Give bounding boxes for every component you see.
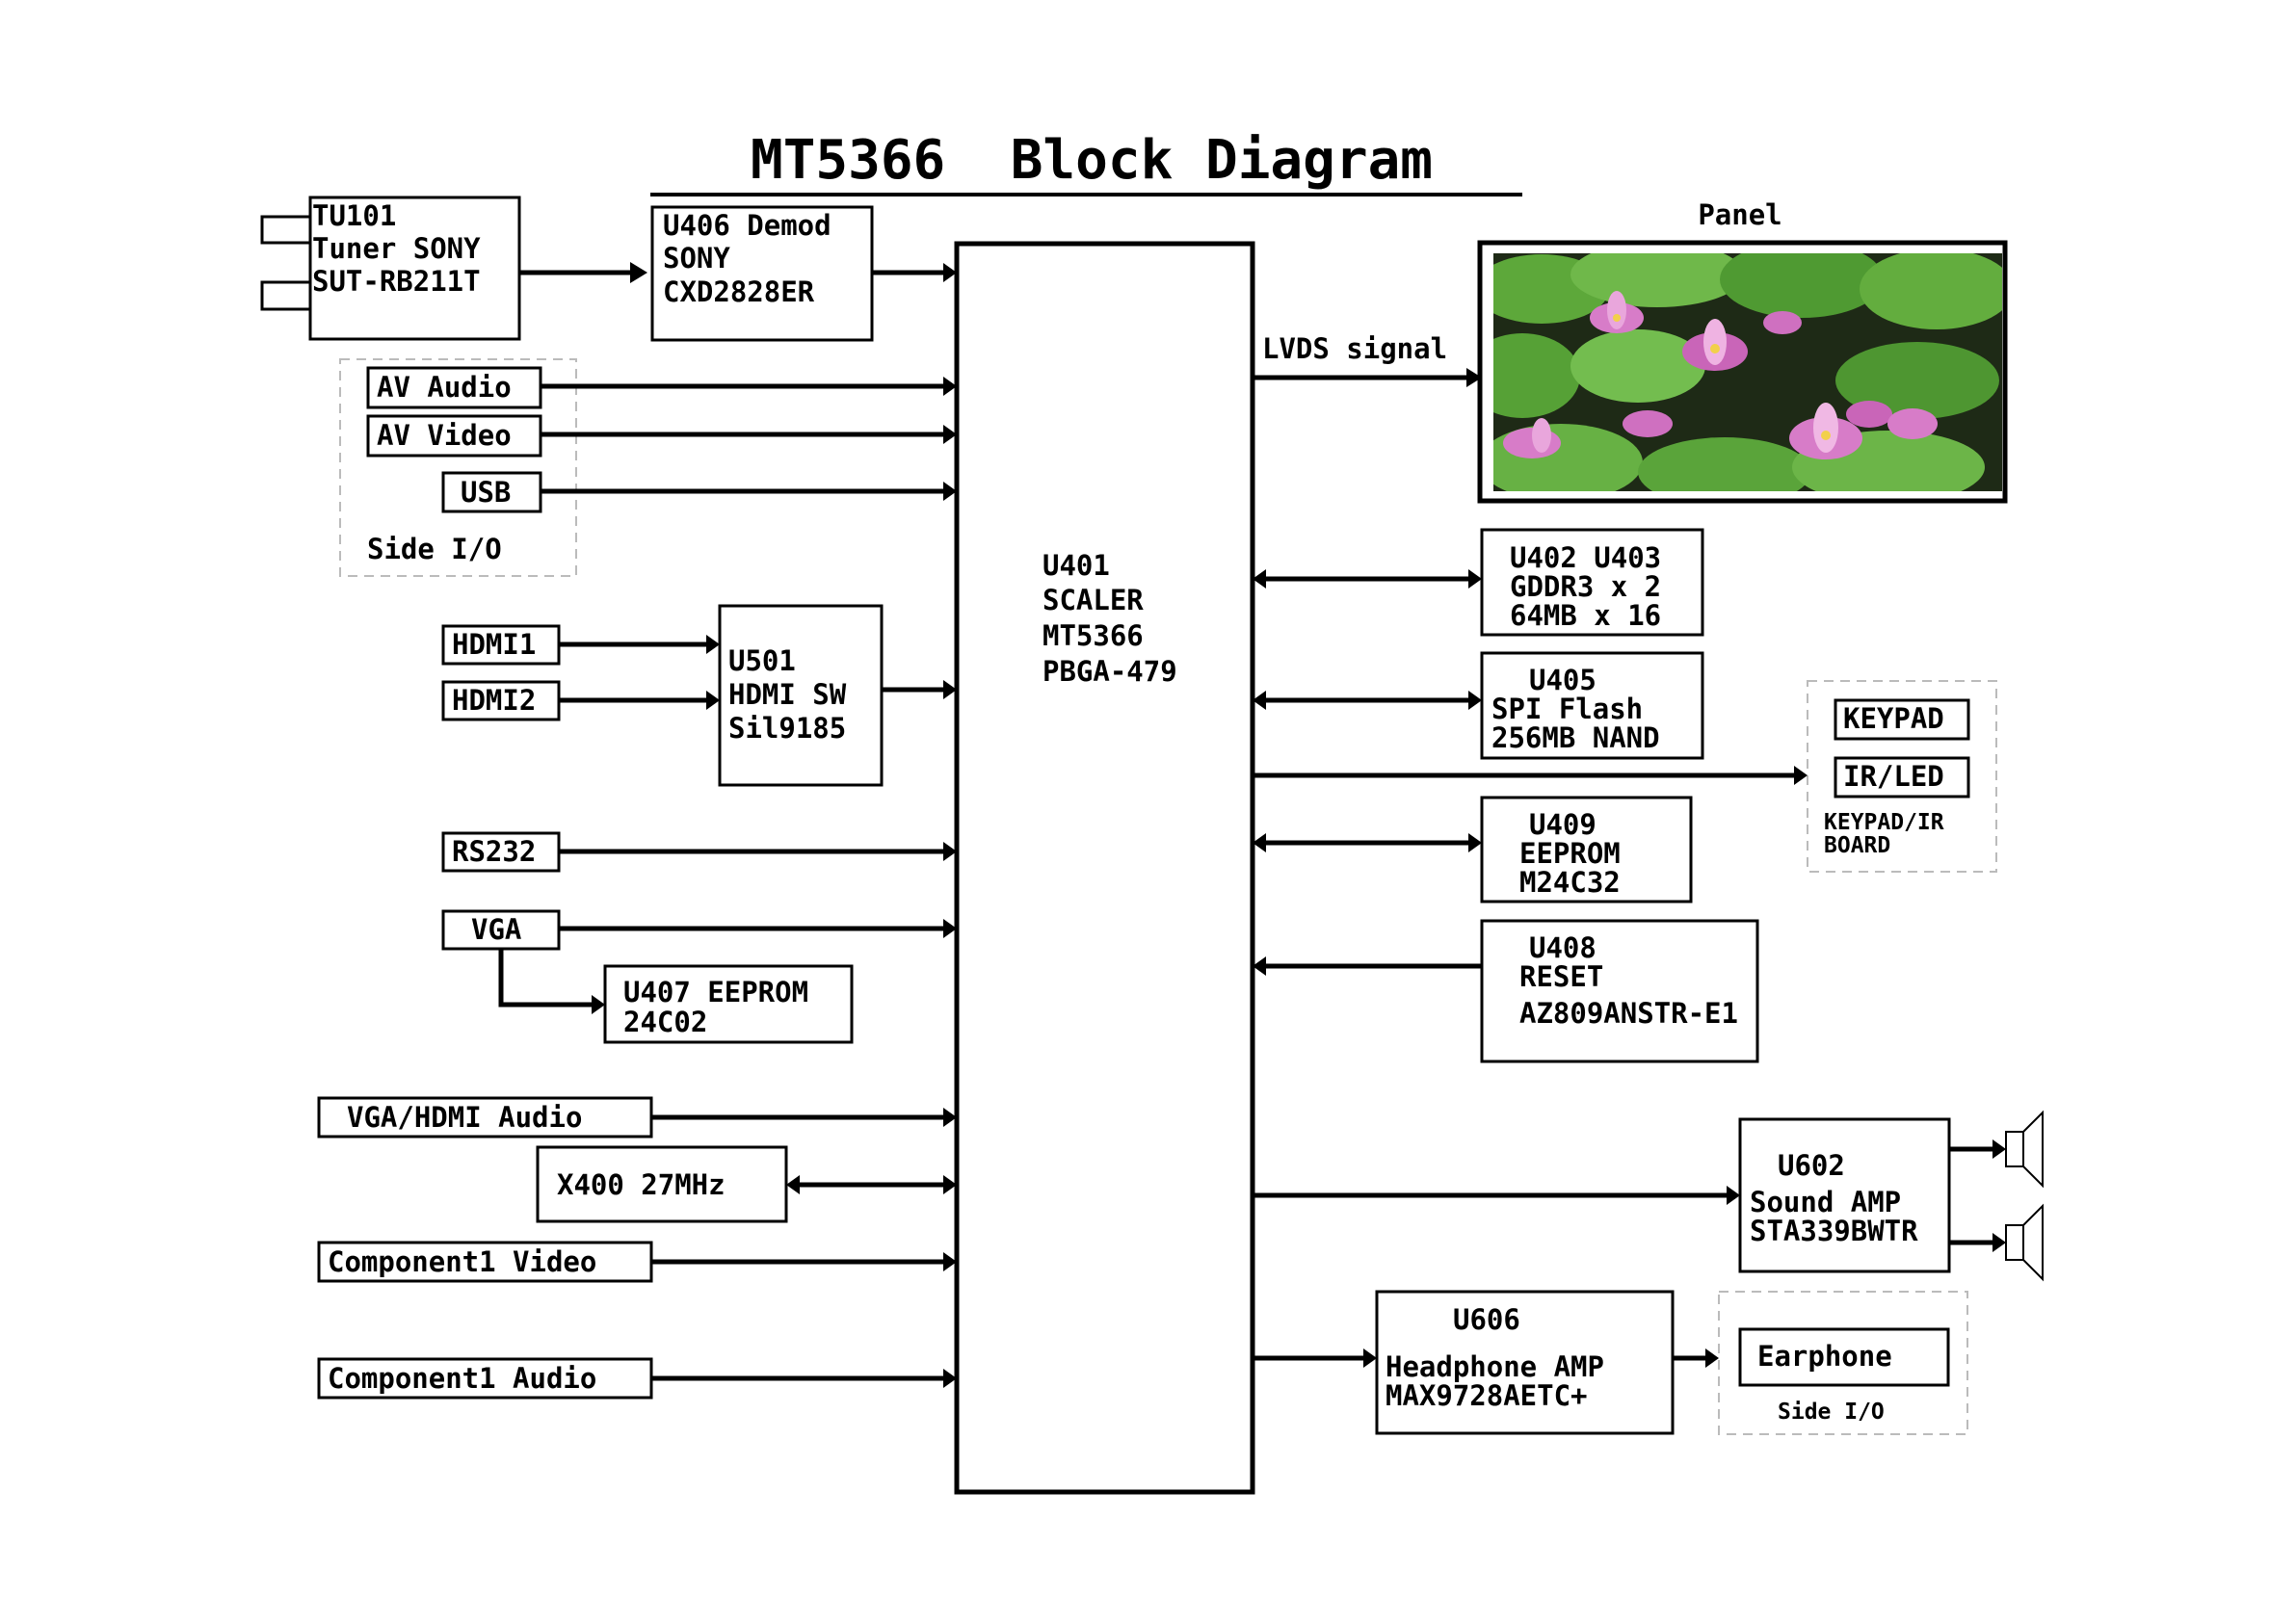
tuner-block: TU101 Tuner SONY SUT-RB211T (308, 196, 521, 341)
ddr-line-2: GDDR3 x 2 (1510, 570, 1661, 603)
eeprom-line-2: EEPROM (1519, 837, 1621, 870)
keypad-box (1834, 698, 1970, 741)
panel-image (1493, 253, 2002, 491)
vga-eeprom-block: U407 EEPROM 24C02 (603, 964, 854, 1044)
hdmi-switch-line-1: U501 (728, 644, 796, 677)
vga-eeprom-line-2: 24C02 (623, 1006, 707, 1038)
hdmi-switch-line-3: Sil9185 (728, 712, 846, 745)
headphone-amp-line-2: Headphone AMP (1386, 1350, 1604, 1383)
vga-hdmi-audio-label: VGA/HDMI Audio (347, 1101, 582, 1134)
av-video-label: AV Video (377, 419, 512, 452)
panel-label: Panel (1698, 198, 1781, 231)
ddr-line-3: 64MB x 16 (1510, 599, 1661, 632)
flash-line-3: 256MB NAND (1491, 721, 1660, 754)
usb-label: USB (461, 476, 511, 509)
headphone-amp-block: U606 Headphone AMP MAX9728AETC+ (1375, 1290, 1675, 1435)
earphone-label: Earphone (1757, 1340, 1892, 1373)
vga-label: VGA (471, 913, 521, 946)
connections (498, 262, 2006, 1388)
tuner-rf-port-1 (260, 215, 310, 245)
reset-block: U408 RESET AZ809ANSTR-E1 (1480, 919, 1759, 1063)
flash-line-1: U405 (1529, 664, 1597, 696)
lvds-label: LVDS signal (1262, 332, 1447, 365)
component-video-label: Component1 Video (328, 1245, 596, 1278)
ddr-block: U402 U403 GDDR3 x 2 64MB x 16 (1480, 528, 1704, 637)
panel-block (1477, 240, 2008, 504)
scaler-line-2: SCALER (1042, 584, 1144, 616)
keypad-board-label-1: KEYPAD/IR (1824, 810, 1944, 835)
reset-line-3: AZ809ANSTR-E1 (1519, 997, 1738, 1030)
keypad-board-label-2: BOARD (1824, 833, 1890, 858)
side-io-right-group (1718, 1291, 1968, 1435)
demod-block: U406 Demod SONY CXD2828ER (650, 205, 874, 342)
headphone-amp-line-3: MAX9728AETC+ (1386, 1379, 1588, 1412)
ir-led-label: IR/LED (1843, 760, 1944, 793)
rs232-label: RS232 (452, 835, 536, 868)
reset-line-2: RESET (1519, 960, 1603, 993)
demod-line-3: CXD2828ER (663, 275, 815, 308)
hdmi-switch-block: U501 HDMI SW Sil9185 (718, 604, 884, 787)
side-io-left-group (339, 358, 577, 577)
demod-line-1: U406 Demod (663, 209, 831, 242)
side-io-right-label: Side I/O (1778, 1400, 1885, 1425)
scaler-block: U401 SCALER MT5366 PBGA-479 (954, 241, 1255, 1495)
vga-eeprom-line-1: U407 EEPROM (623, 976, 808, 1008)
crystal-label: X400 27MHz (557, 1168, 726, 1201)
hdmi1-label: HDMI1 (452, 628, 536, 661)
eeprom-line-3: M24C32 (1519, 866, 1621, 899)
sound-amp-block: U602 Sound AMP STA339BWTR (1738, 1117, 1951, 1273)
crystal-box (536, 1145, 788, 1223)
eeprom-line-1: U409 (1529, 808, 1597, 841)
speaker-icon-bottom (2005, 1203, 2044, 1282)
scaler-line-1: U401 (1042, 549, 1110, 582)
tuner-line-3: SUT-RB211T (312, 265, 481, 298)
component-audio-label: Component1 Audio (328, 1362, 596, 1395)
ir-led-box (1834, 756, 1970, 798)
side-io-left-label: Side I/O (367, 533, 502, 565)
scaler-line-3: MT5366 (1042, 619, 1144, 652)
diagram-title: MT5366 Block Diagram (751, 129, 1433, 192)
earphone-box (1738, 1327, 1950, 1387)
eeprom-block: U409 EEPROM M24C32 (1480, 796, 1693, 903)
sound-amp-line-2: Sound AMP (1750, 1186, 1901, 1218)
scaler-line-4: PBGA-479 (1042, 655, 1177, 688)
hdmi-switch-line-2: HDMI SW (728, 678, 847, 711)
speaker-icon-top (2005, 1110, 2044, 1189)
keypad-label: KEYPAD (1843, 702, 1944, 735)
ddr-line-1: U402 U403 (1510, 541, 1661, 574)
keypad-board-group (1807, 680, 1997, 873)
flash-line-2: SPI Flash (1491, 693, 1643, 725)
headphone-amp-line-1: U606 (1453, 1303, 1520, 1336)
tuner-line-2: Tuner SONY (312, 232, 481, 265)
sound-amp-line-3: STA339BWTR (1750, 1215, 1918, 1247)
hdmi2-label: HDMI2 (452, 684, 536, 717)
reset-line-1: U408 (1529, 931, 1597, 964)
tuner-line-1: TU101 (312, 199, 396, 232)
av-audio-label: AV Audio (377, 371, 512, 404)
flash-block: U405 SPI Flash 256MB NAND (1480, 651, 1704, 760)
demod-line-2: SONY (663, 242, 730, 275)
sound-amp-line-1: U602 (1778, 1149, 1845, 1182)
tuner-rf-port-2 (260, 280, 310, 311)
